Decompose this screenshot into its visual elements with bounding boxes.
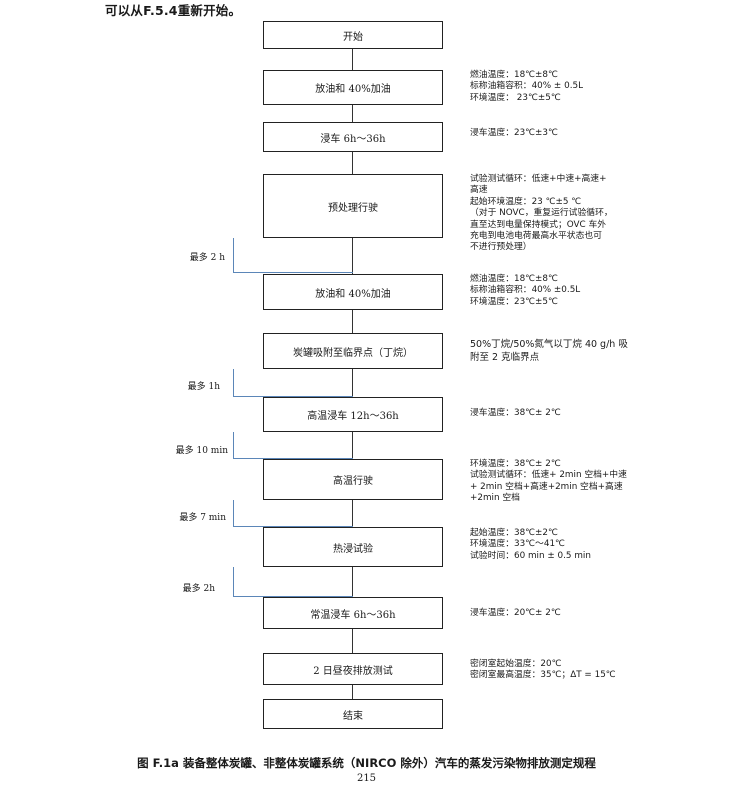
condition-note: 起始温度：38℃±2℃ 环境温度：33℃～41℃ 试验时间：60 min ± 0… bbox=[470, 528, 591, 561]
wait-bracket bbox=[233, 526, 353, 527]
wait-limit-label: 最多 1h bbox=[187, 382, 220, 392]
step-label: 放油和 40%加油 bbox=[315, 84, 391, 95]
condition-note: 环境温度：38℃± 2℃ 试验测试循环：低速+ 2min 空档+中速 + 2mi… bbox=[470, 459, 627, 504]
intro-text: 可以从F.5.4重新开始。 bbox=[105, 3, 242, 18]
step-box-hot-drive: 高温行驶 bbox=[263, 459, 443, 500]
step-label: 结束 bbox=[343, 710, 363, 722]
condition-note: 燃油温度：18℃±8℃ 标称油箱容积：40% ±0.5L 环境温度：23℃±5℃ bbox=[470, 274, 581, 307]
connector bbox=[352, 238, 353, 274]
step-box-canister-loading: 炭罐吸附至临界点（丁烷） bbox=[263, 333, 443, 369]
condition-note: 浸车温度：20℃± 2℃ bbox=[470, 608, 561, 618]
step-box-hot-soak: 高温浸车 12h～36h bbox=[263, 397, 443, 432]
step-box-end: 结束 bbox=[263, 699, 443, 729]
condition-note: 浸车温度：23℃±3℃ bbox=[470, 128, 558, 138]
step-box-start: 开始 bbox=[263, 21, 443, 49]
step-box-diurnal-test: 2 日昼夜排放测试 bbox=[263, 653, 443, 685]
step-box-preconditioning-drive: 预处理行驶 bbox=[263, 174, 443, 238]
wait-bracket bbox=[233, 458, 353, 459]
step-label: 高温浸车 12h～36h bbox=[307, 411, 399, 422]
wait-limit-label: 最多 7 min bbox=[179, 513, 226, 523]
figure-caption: 图 F.1a 装备整体炭罐、非整体炭罐系统（NIRCO 除外）汽车的蒸发污染物排… bbox=[137, 756, 596, 770]
connector bbox=[352, 685, 353, 699]
connector bbox=[352, 567, 353, 597]
step-label: 浸车 6h～36h bbox=[320, 133, 386, 145]
step-box-hot-soak-test: 热浸试验 bbox=[263, 527, 443, 567]
step-box-drain-refuel: 放油和 40%加油 bbox=[263, 70, 443, 105]
wait-limit-label: 最多 2h bbox=[182, 584, 215, 594]
wait-bracket bbox=[233, 369, 234, 397]
condition-note: 浸车温度：38℃± 2℃ bbox=[470, 408, 561, 418]
connector bbox=[352, 369, 353, 397]
wait-limit-label: 最多 10 min bbox=[175, 446, 228, 456]
connector bbox=[352, 432, 353, 459]
step-label: 常温浸车 6h～36h bbox=[310, 609, 396, 621]
connector bbox=[352, 105, 353, 122]
condition-note: 试验测试循环：低速+中速+高速+ 高速 起始环境温度：23 ℃±5 ℃ （对于 … bbox=[470, 174, 613, 253]
connector bbox=[352, 310, 353, 333]
step-label: 高温行驶 bbox=[333, 476, 373, 487]
connector bbox=[352, 500, 353, 527]
wait-bracket bbox=[233, 500, 234, 527]
step-label: 2 日昼夜排放测试 bbox=[313, 665, 393, 677]
step-label: 预处理行驶 bbox=[328, 202, 378, 214]
wait-limit-label: 最多 2 h bbox=[189, 253, 225, 263]
condition-note: 密闭室起始温度：20℃ 密闭室最高温度：35℃；ΔT = 15℃ bbox=[470, 659, 616, 681]
connector bbox=[352, 49, 353, 70]
wait-bracket bbox=[233, 238, 234, 273]
wait-bracket bbox=[233, 567, 234, 597]
wait-bracket bbox=[233, 396, 353, 397]
condition-note: 燃油温度：18℃±8℃ 标称油箱容积：40% ± 0.5L 环境温度： 23℃±… bbox=[470, 70, 583, 103]
connector bbox=[352, 152, 353, 174]
step-box-ambient-soak: 常温浸车 6h～36h bbox=[263, 597, 443, 629]
condition-note: 50%丁烷/50%氮气以丁烷 40 g/h 吸 附至 2 克临界点 bbox=[470, 339, 628, 363]
step-label: 开始 bbox=[343, 31, 363, 43]
connector bbox=[352, 629, 353, 653]
step-label: 炭罐吸附至临界点（丁烷） bbox=[293, 347, 413, 359]
page-number: 215 bbox=[356, 773, 377, 784]
step-label: 热浸试验 bbox=[333, 543, 373, 555]
wait-bracket bbox=[233, 432, 234, 459]
step-box-soak: 浸车 6h～36h bbox=[263, 122, 443, 152]
step-box-drain-refuel-2: 放油和 40%加油 bbox=[263, 274, 443, 310]
wait-bracket bbox=[233, 272, 353, 273]
wait-bracket bbox=[233, 596, 353, 597]
step-label: 放油和 40%加油 bbox=[315, 288, 391, 300]
